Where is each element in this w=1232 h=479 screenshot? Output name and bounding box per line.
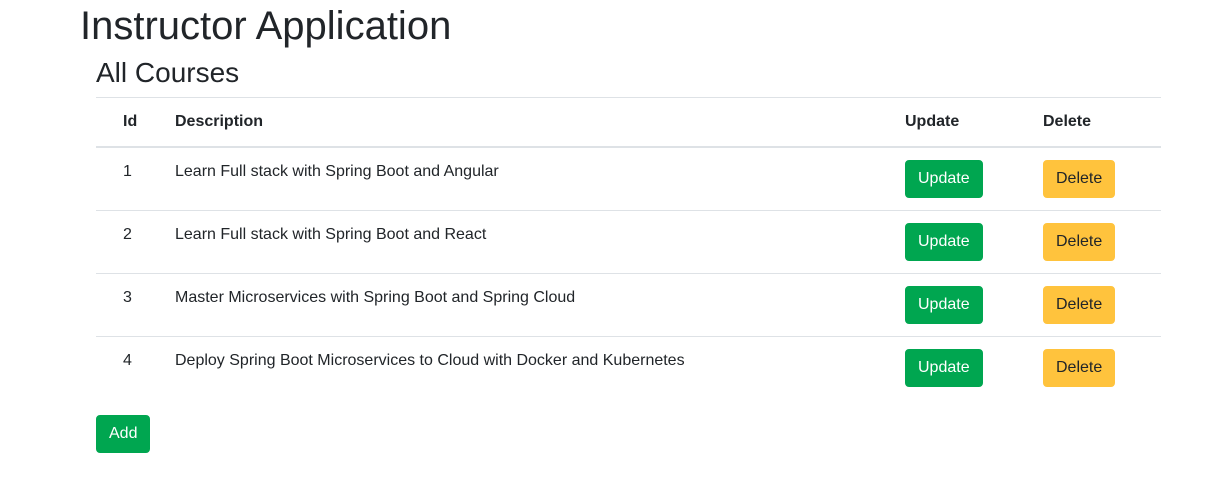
course-description: Learn Full stack with Spring Boot and Re… bbox=[175, 210, 905, 274]
update-button[interactable]: Update bbox=[905, 349, 983, 387]
table-body: 1 Learn Full stack with Spring Boot and … bbox=[96, 147, 1161, 399]
delete-cell: Delete bbox=[1043, 336, 1161, 399]
course-id: 4 bbox=[96, 336, 175, 399]
header-id: Id bbox=[96, 97, 175, 148]
header-row: Id Description Update Delete bbox=[96, 97, 1161, 148]
course-id: 1 bbox=[123, 163, 132, 180]
course-description: Master Microservices with Spring Boot an… bbox=[175, 273, 905, 337]
delete-button[interactable]: Delete bbox=[1043, 160, 1116, 198]
update-cell: Update bbox=[905, 273, 1043, 337]
delete-button[interactable]: Delete bbox=[1043, 349, 1116, 387]
update-cell: Update bbox=[905, 336, 1043, 399]
header-update: Update bbox=[905, 97, 1043, 148]
delete-cell: Delete bbox=[1043, 273, 1161, 337]
table-row: 3 Master Microservices with Spring Boot … bbox=[96, 273, 1161, 337]
course-id: 2 bbox=[96, 210, 175, 274]
table-row: 1 Learn Full stack with Spring Boot and … bbox=[96, 147, 1161, 211]
update-cell: Update bbox=[905, 210, 1043, 274]
delete-cell: Delete bbox=[1043, 147, 1161, 211]
page-heading: All Courses bbox=[96, 57, 240, 88]
add-row: Add bbox=[96, 415, 1161, 453]
header-delete: Delete bbox=[1043, 97, 1161, 148]
update-button[interactable]: Update bbox=[905, 223, 983, 261]
table-row: 2 Learn Full stack with Spring Boot and … bbox=[96, 210, 1161, 274]
update-button[interactable]: Update bbox=[905, 160, 983, 198]
courses-table: Id Description Update Delete 1 Learn Ful… bbox=[96, 97, 1161, 399]
update-button[interactable]: Update bbox=[905, 286, 983, 324]
add-course-button[interactable]: Add bbox=[96, 415, 151, 453]
course-description: Learn Full stack with Spring Boot and An… bbox=[175, 163, 499, 180]
app-title: Instructor Application bbox=[80, 4, 452, 48]
course-id: 3 bbox=[96, 273, 175, 337]
delete-button[interactable]: Delete bbox=[1043, 286, 1116, 324]
delete-button[interactable]: Delete bbox=[1043, 223, 1116, 261]
delete-cell: Delete bbox=[1043, 210, 1161, 274]
courses-container: All Courses Id Description Update Delete… bbox=[96, 55, 1161, 453]
update-cell: Update bbox=[905, 147, 1043, 211]
table-row: 4 Deploy Spring Boot Microservices to Cl… bbox=[96, 336, 1161, 399]
header-description: Description bbox=[175, 97, 905, 148]
course-description: Deploy Spring Boot Microservices to Clou… bbox=[175, 336, 905, 399]
table-header: Id Description Update Delete bbox=[96, 97, 1161, 148]
